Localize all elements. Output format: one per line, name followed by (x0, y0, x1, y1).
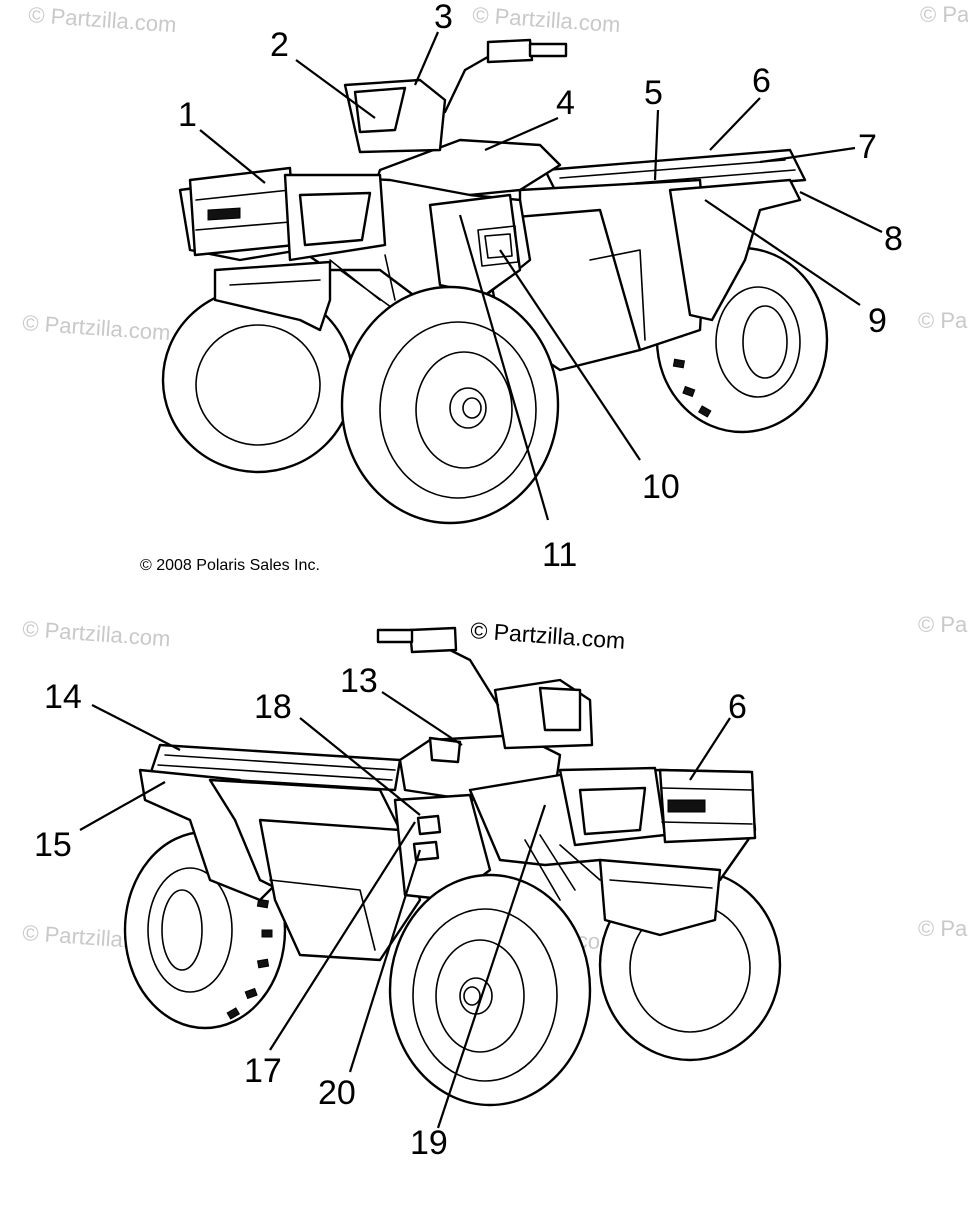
callout-13: 13 (340, 662, 378, 700)
callout-1: 1 (178, 96, 197, 134)
partzilla-copyright: © Partzilla.com (470, 617, 626, 654)
callout-7: 7 (858, 128, 877, 166)
atv-bottom-illustration (123, 626, 782, 1107)
callout-20: 20 (318, 1074, 356, 1112)
atv-body (138, 626, 757, 962)
callout-6: 6 (728, 688, 747, 726)
callout-4: 4 (556, 84, 575, 122)
callout-5: 5 (644, 74, 663, 112)
polaris-copyright: © 2008 Polaris Sales Inc. (140, 557, 320, 574)
watermark-partial: © Pa (918, 916, 968, 941)
bottom-callout-labels: 14 18 13 6 15 17 20 19 (34, 662, 747, 1162)
callout-8: 8 (884, 220, 903, 258)
front-near-wheel (388, 873, 592, 1107)
atv-body (178, 38, 807, 372)
front-near-wheel (340, 285, 560, 525)
callout-10: 10 (642, 468, 680, 506)
watermark: © Partzilla.com (22, 310, 172, 345)
callout-6: 6 (752, 62, 771, 100)
callout-9: 9 (868, 302, 887, 340)
callout-2: 2 (270, 26, 289, 64)
callout-11: 11 (542, 536, 577, 574)
callout-15: 15 (34, 826, 72, 864)
top-callout-labels: 1 2 3 4 5 6 7 8 9 10 11 (178, 0, 903, 574)
watermark: © Partzilla.com (28, 2, 178, 37)
callout-18: 18 (254, 688, 292, 726)
bottom-leader-lines (79, 691, 731, 1129)
atv-top-illustration (161, 38, 829, 525)
callout-14: 14 (44, 678, 82, 716)
callout-3: 3 (434, 0, 453, 36)
watermark: © Partzilla.com (22, 616, 172, 651)
watermark-partial: © Pa (918, 612, 968, 637)
callout-17: 17 (244, 1052, 282, 1090)
watermark-partial: © Pa (920, 2, 968, 27)
top-leader-lines (199, 31, 883, 521)
watermark: © Partzilla.com (472, 2, 622, 37)
watermark-partial: © Pa (918, 308, 968, 333)
callout-19: 19 (410, 1124, 448, 1162)
